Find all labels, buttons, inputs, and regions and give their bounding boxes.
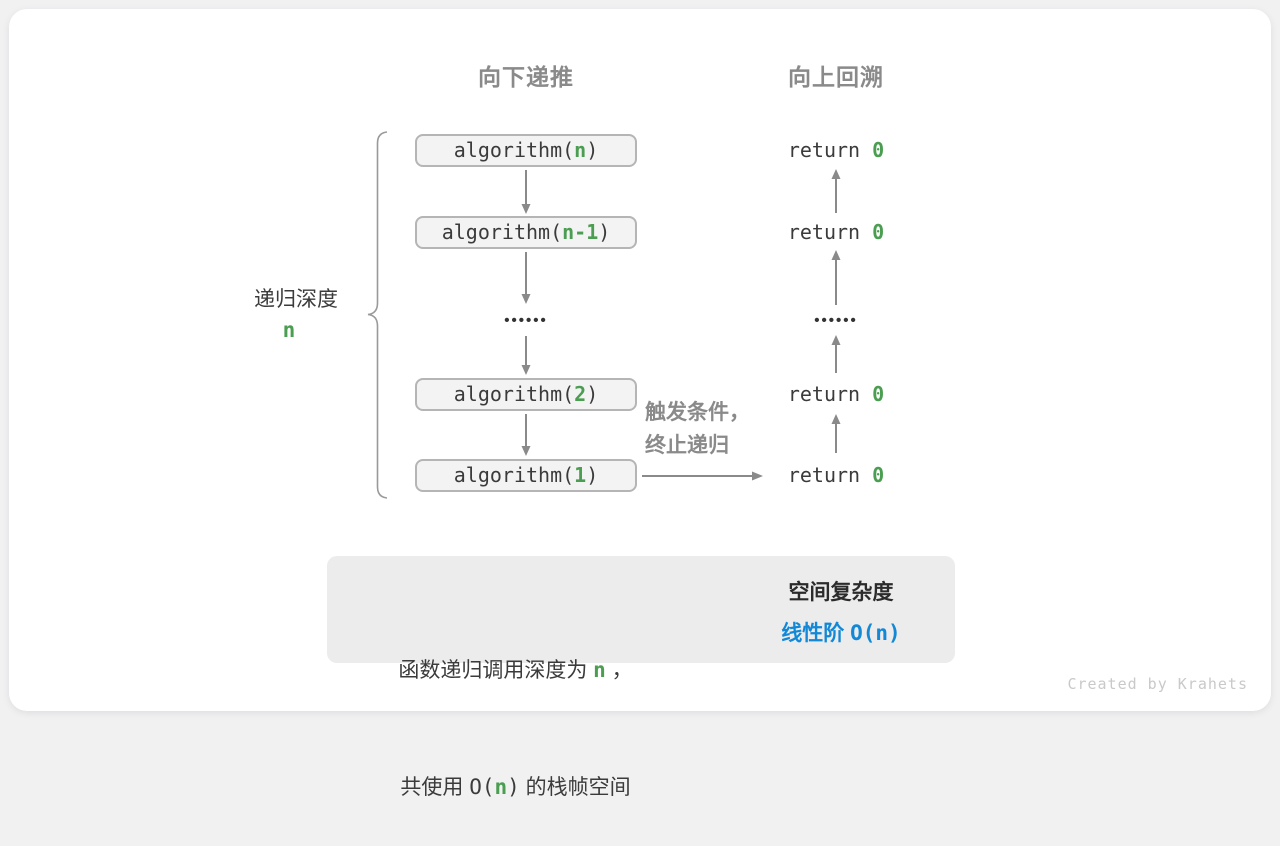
return-statement: return 0 xyxy=(746,463,926,487)
call-text: ) xyxy=(586,463,599,487)
return-value: 0 xyxy=(872,138,885,162)
summary-line-2: 共使用 O(n) 的栈帧空间 xyxy=(348,768,683,807)
watermark: Created by Krahets xyxy=(1067,675,1248,693)
recursion-depth-value: n xyxy=(282,318,296,342)
ellipsis-left: •••••• xyxy=(504,312,548,329)
return-keyword: return xyxy=(787,138,873,162)
complexity-value: 线性阶 O(n) xyxy=(756,613,926,654)
call-text: ) xyxy=(586,138,599,162)
heading-backtrack-up: 向上回溯 xyxy=(788,64,884,90)
base-case-annotation: 触发条件， 终止递归 xyxy=(645,396,750,462)
return-statement: return 0 xyxy=(746,382,926,406)
complexity-order: 线性阶 xyxy=(781,622,851,645)
call-box-2: algorithm(2) xyxy=(415,378,637,411)
return-value: 0 xyxy=(872,220,885,244)
summary-text: 函数递归调用深度为 n ， 共使用 O(n) 的栈帧空间 xyxy=(348,573,683,846)
complexity-title: 空间复杂度 xyxy=(788,581,894,604)
call-arg: 2 xyxy=(574,382,587,406)
summary-text-part: 的栈帧空间 xyxy=(519,776,631,799)
call-text: algorithm( xyxy=(453,463,575,487)
return-statement: return 0 xyxy=(746,138,926,162)
call-text: ) xyxy=(586,382,599,406)
recursion-depth-label: 递归深度 xyxy=(254,288,338,311)
return-keyword: return xyxy=(787,382,873,406)
summary-arg: n xyxy=(494,775,508,799)
summary-text-part: 函数递归调用深度为 xyxy=(398,659,594,682)
summary-box xyxy=(327,556,955,663)
ellipsis-right: •••••• xyxy=(814,312,858,329)
complexity-big-o: O(n) xyxy=(850,621,901,645)
call-text: algorithm( xyxy=(453,138,575,162)
summary-code: ) xyxy=(507,775,520,799)
return-value: 0 xyxy=(872,382,885,406)
call-text: algorithm( xyxy=(453,382,575,406)
call-box-n: algorithm(n) xyxy=(415,134,637,167)
summary-text-part: ， xyxy=(605,659,633,682)
return-keyword: return xyxy=(787,220,873,244)
annotation-line-1: 触发条件， xyxy=(645,401,750,424)
call-box-1: algorithm(1) xyxy=(415,459,637,492)
call-arg: n-1 xyxy=(562,220,599,244)
return-value: 0 xyxy=(872,463,885,487)
summary-text-part: 共使用 xyxy=(400,776,470,799)
summary-arg: n xyxy=(593,658,606,682)
call-arg: n xyxy=(574,138,587,162)
summary-code: O( xyxy=(469,775,495,799)
complexity-result: 空间复杂度 线性阶 O(n) xyxy=(756,573,926,654)
annotation-line-2: 终止递归 xyxy=(645,434,729,457)
return-statement: return 0 xyxy=(746,220,926,244)
call-box-n-1: algorithm(n-1) xyxy=(415,216,637,249)
return-keyword: return xyxy=(787,463,873,487)
summary-line-1: 函数递归调用深度为 n ， xyxy=(348,651,683,690)
call-text: algorithm( xyxy=(441,220,563,244)
heading-recurse-down: 向下递推 xyxy=(478,64,574,90)
call-arg: 1 xyxy=(574,463,587,487)
call-text: ) xyxy=(598,220,611,244)
